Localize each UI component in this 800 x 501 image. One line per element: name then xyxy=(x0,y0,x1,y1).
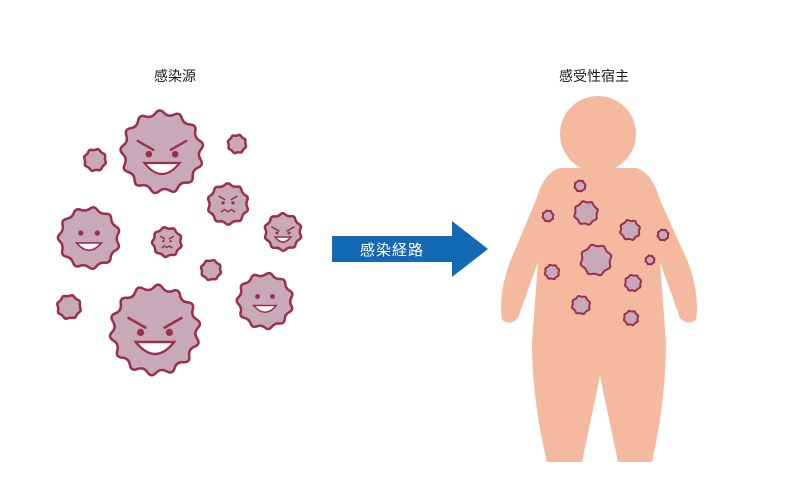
germ-icon xyxy=(199,258,223,282)
germ-spot-icon xyxy=(644,254,656,266)
germ-icon xyxy=(150,226,183,259)
person-silhouette-icon xyxy=(501,168,697,462)
germ-spot-icon xyxy=(541,209,555,223)
germ-spot-icon xyxy=(571,295,591,315)
germ-icon xyxy=(263,211,303,253)
infection-spots xyxy=(541,179,670,327)
germ-spot-icon xyxy=(579,243,613,277)
germ-icon xyxy=(56,206,121,271)
germ-icon xyxy=(108,283,202,377)
infection-source-label: 感染源 xyxy=(154,69,196,85)
germ-icon xyxy=(226,133,248,155)
germ-spot-icon xyxy=(573,200,599,226)
germ-icon xyxy=(82,147,108,173)
germ-spot-icon xyxy=(622,309,640,327)
germ-icon xyxy=(119,109,205,195)
susceptible-host-label: 感受性宿主 xyxy=(559,69,629,85)
germ-icon xyxy=(235,271,294,331)
germ-spot-icon xyxy=(543,263,561,281)
germ-spot-icon xyxy=(656,228,670,242)
germ-spot-icon xyxy=(573,179,587,193)
infection-route-label: 感染経路 xyxy=(359,241,424,259)
infection-source-germs xyxy=(56,109,303,377)
arrow-right-icon xyxy=(332,221,488,277)
person-head xyxy=(560,96,636,172)
infection-route-arrow: 感染経路 xyxy=(332,221,488,277)
germ-spot-icon xyxy=(623,273,643,293)
germ-icon xyxy=(56,294,82,320)
susceptible-host xyxy=(501,96,697,462)
germ-spot-icon xyxy=(619,219,641,241)
germ-icon xyxy=(206,182,250,226)
